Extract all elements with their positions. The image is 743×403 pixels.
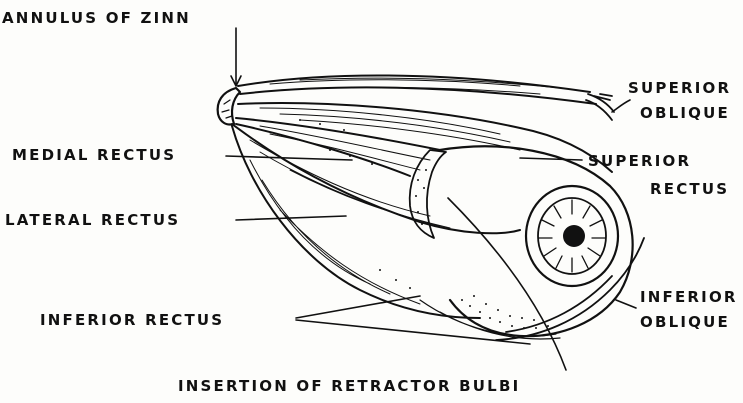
label-medial-rectus: MEDIAL RECTUS <box>12 146 176 164</box>
trochlea-tendon <box>586 94 614 120</box>
leader-inferior-oblique <box>616 300 636 308</box>
superior-rectus-fibers <box>260 108 520 150</box>
label-annulus-of-zinn: ANNULUS OF ZINN <box>2 9 191 27</box>
superior-oblique-fibers <box>270 78 560 94</box>
label-inferior-rectus: INFERIOR RECTUS <box>40 311 224 329</box>
label-inferior-oblique-line1: INFERIOR <box>640 288 738 306</box>
label-superior-rectus-line1: SUPERIOR <box>588 152 691 170</box>
label-insertion-of-retractor-bulbi: INSERTION OF RETRACTOR BULBI <box>178 377 520 395</box>
leader-superior-oblique <box>612 100 630 112</box>
inferior-rectus-fibers <box>250 160 420 304</box>
pupil <box>563 225 585 247</box>
lateral-rectus-fibers <box>250 140 450 228</box>
annulus-texture <box>222 100 232 118</box>
leader-lateral-rectus <box>236 216 346 220</box>
label-superior-oblique-line1: SUPERIOR <box>628 79 731 97</box>
label-superior-rectus-line2: RECTUS <box>650 180 729 198</box>
lateral-rectus-muscle <box>232 124 520 233</box>
label-inferior-oblique-line2: OBLIQUE <box>640 313 730 331</box>
label-lateral-rectus: LATERAL RECTUS <box>5 211 180 229</box>
leader-superior-rectus <box>520 158 582 160</box>
label-superior-oblique-line2: OBLIQUE <box>640 104 730 122</box>
